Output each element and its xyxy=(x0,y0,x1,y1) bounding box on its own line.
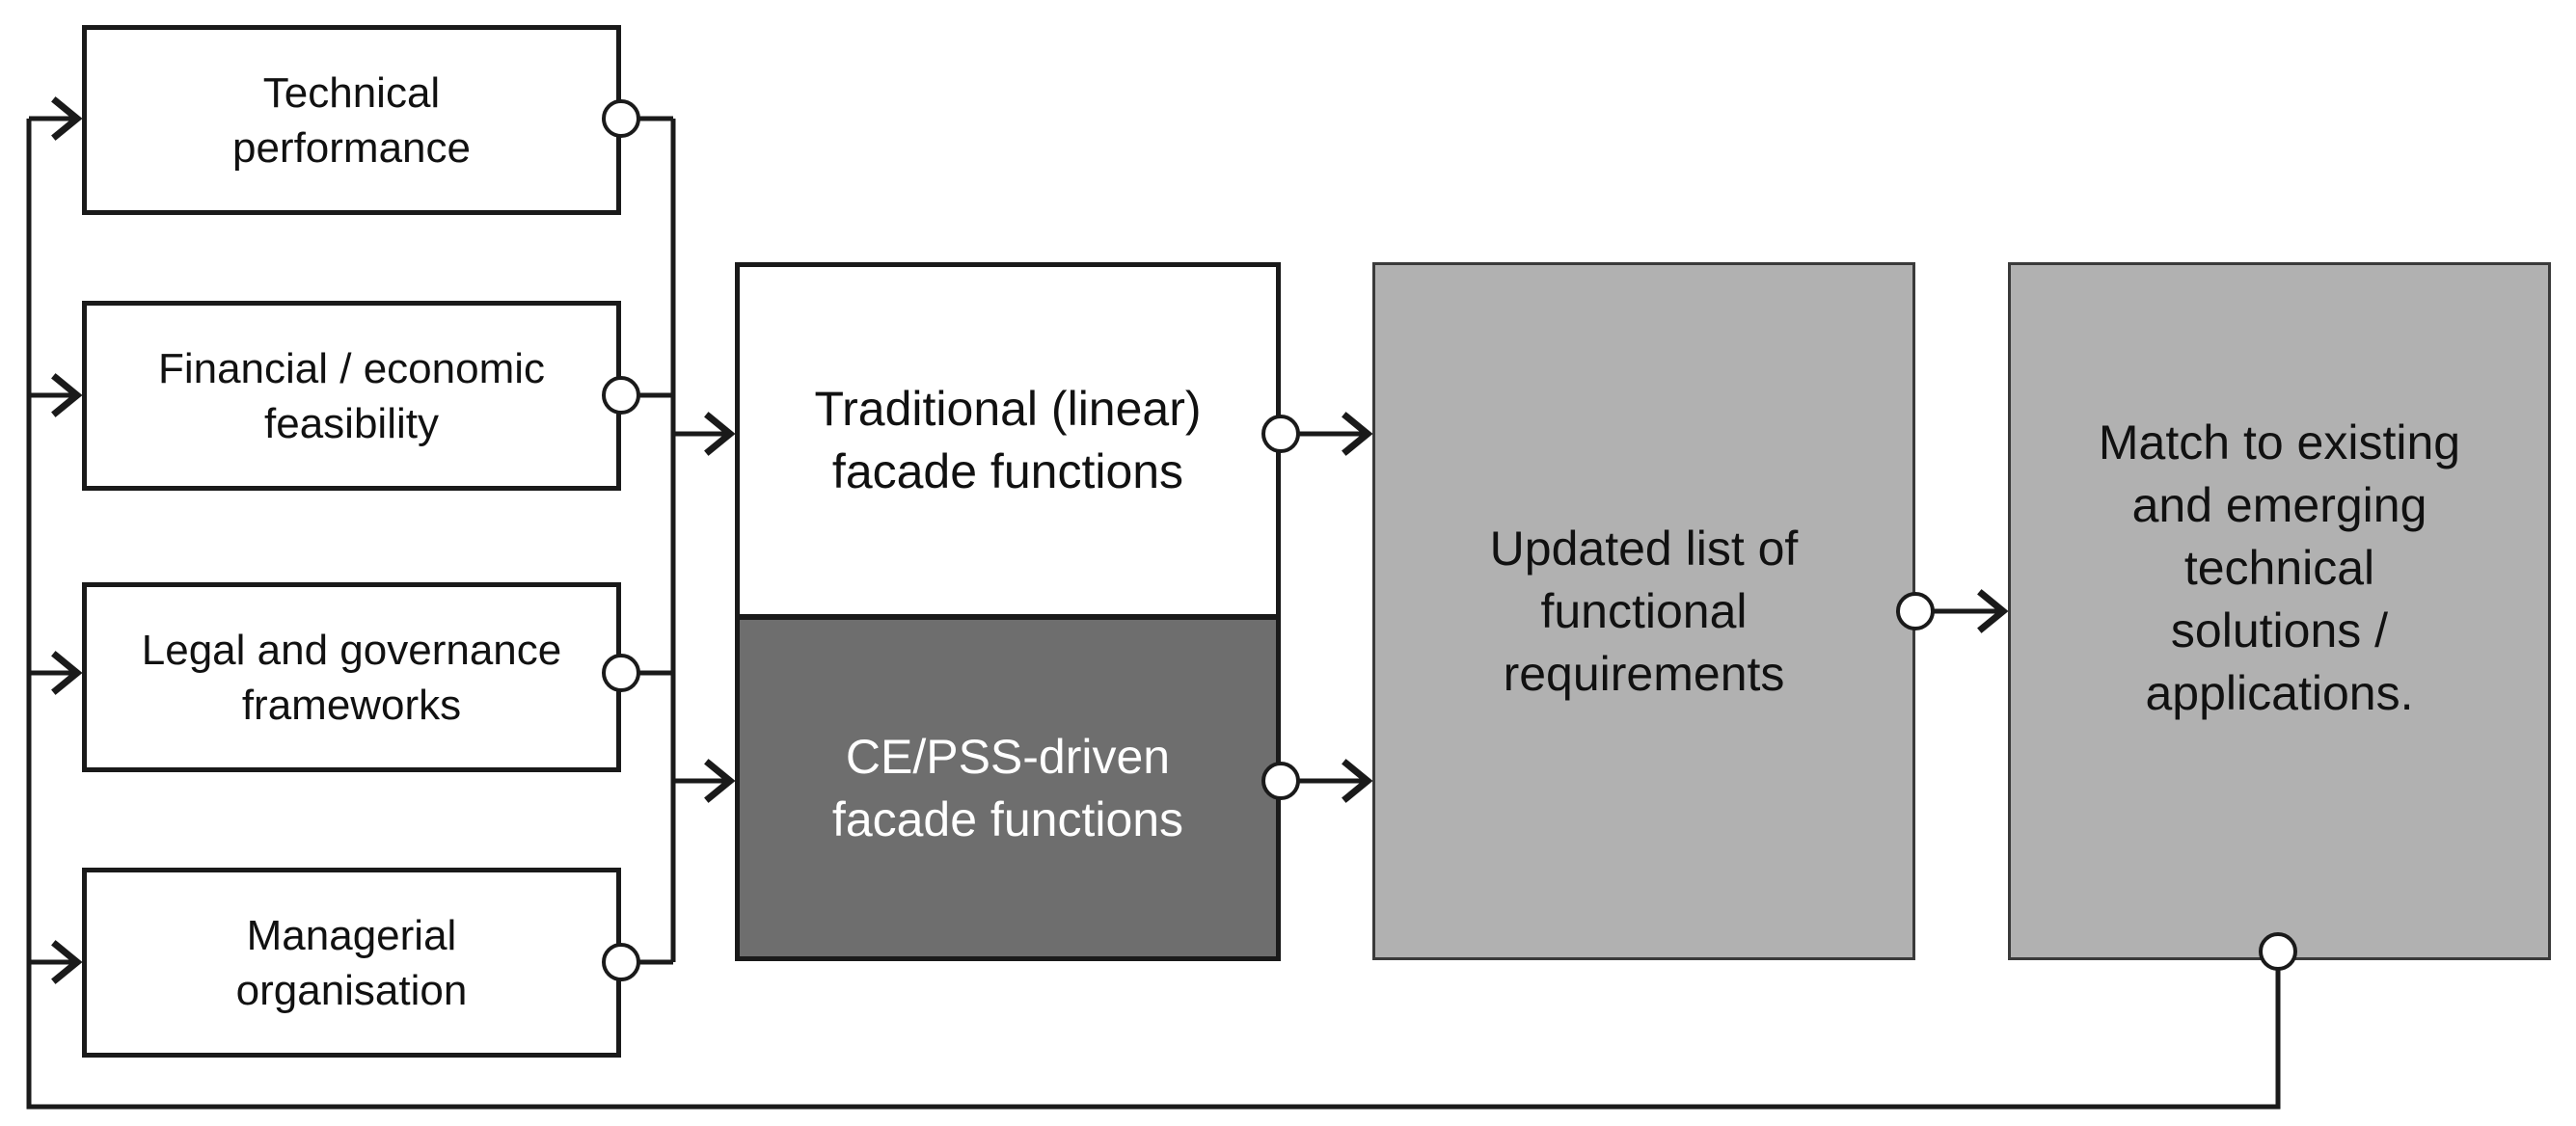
arrowhead-managerial xyxy=(51,940,83,984)
port-technical xyxy=(602,99,640,138)
arrowhead-solutions xyxy=(1977,589,2009,633)
port-ce-pss xyxy=(1261,762,1300,800)
ce-pss-functions-label: CE/PSS-driven facade functions xyxy=(831,729,1184,846)
arrowhead-requirements-top xyxy=(1342,412,1373,456)
managerial-organisation-box: Managerial organisation xyxy=(82,868,621,1058)
port-traditional xyxy=(1261,415,1300,453)
port-requirements xyxy=(1896,592,1935,630)
managerial-organisation-label: Managerial organisation xyxy=(235,911,468,1014)
feedback-loop-line xyxy=(26,119,2281,1110)
legal-governance-box: Legal and governance frameworks xyxy=(82,582,621,772)
arrowhead-technical xyxy=(51,96,83,141)
traditional-functions-label: Traditional (linear) facade functions xyxy=(814,382,1202,498)
port-legal xyxy=(602,654,640,692)
technical-performance-box: Technical performance xyxy=(82,25,621,215)
solutions-label: Match to existing and emerging technical… xyxy=(2098,415,2461,720)
solutions-box: Match to existing and emerging technical… xyxy=(2008,262,2551,960)
legal-governance-label: Legal and governance frameworks xyxy=(141,626,562,729)
financial-feasibility-label: Financial / economic feasibility xyxy=(157,344,546,447)
arrowhead-financial xyxy=(51,373,83,417)
arrowhead-traditional xyxy=(704,412,736,456)
ce-pss-functions-box: CE/PSS-driven facade functions xyxy=(735,615,1281,961)
port-managerial xyxy=(602,943,640,981)
arrowhead-requirements-bottom xyxy=(1342,759,1373,803)
requirements-label: Updated list of functional requirements xyxy=(1489,521,1799,701)
traditional-functions-box: Traditional (linear) facade functions xyxy=(735,262,1281,619)
port-solutions xyxy=(2259,932,2297,971)
technical-performance-label: Technical performance xyxy=(231,68,471,172)
arrowhead-legal xyxy=(51,651,83,695)
arrowhead-ce-pss xyxy=(704,759,736,803)
requirements-box: Updated list of functional requirements xyxy=(1372,262,1915,960)
port-financial xyxy=(602,376,640,415)
